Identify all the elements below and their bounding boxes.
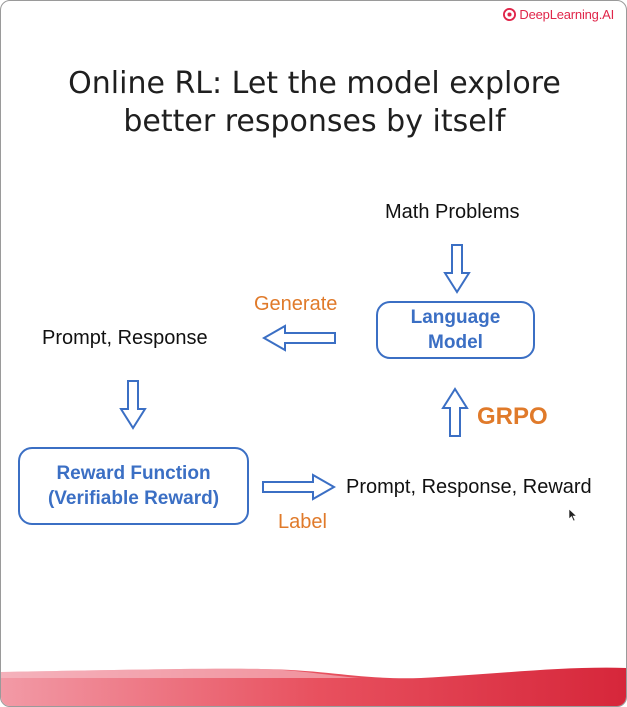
footer-wave-decoration	[1, 667, 626, 706]
prompt-response-reward-label: Prompt, Response, Reward	[346, 476, 592, 498]
prompt-response-label: Prompt, Response	[42, 327, 208, 349]
deeplearning-logo-icon	[503, 8, 517, 21]
grpo-label: GRPO	[477, 403, 548, 430]
down-arrow-icon	[119, 380, 147, 430]
language-model-box: Language Model	[376, 301, 535, 359]
slide-title: Online RL: Let the model explore better …	[1, 65, 626, 141]
label-label: Label	[278, 511, 327, 533]
generate-label: Generate	[254, 293, 338, 315]
brand-name: DeepLearning.AI	[519, 7, 614, 22]
mouse-cursor-icon	[568, 508, 578, 522]
reward-function-box: Reward Function (Verifiable Reward)	[18, 447, 249, 525]
language-model-line-2: Model	[428, 332, 483, 353]
left-arrow-icon	[261, 324, 336, 352]
title-line-1: Online RL: Let the model explore	[68, 66, 561, 101]
title-line-2: better responses by itself	[123, 104, 506, 139]
right-arrow-icon	[262, 473, 337, 501]
language-model-line-1: Language	[410, 307, 501, 328]
reward-function-line-2: (Verifiable Reward)	[47, 488, 220, 509]
down-arrow-icon	[443, 244, 471, 294]
math-problems-label: Math Problems	[385, 201, 520, 223]
up-arrow-icon	[441, 387, 469, 437]
reward-function-line-1: Reward Function	[56, 463, 211, 484]
brand-logo: DeepLearning.AI	[503, 7, 614, 22]
